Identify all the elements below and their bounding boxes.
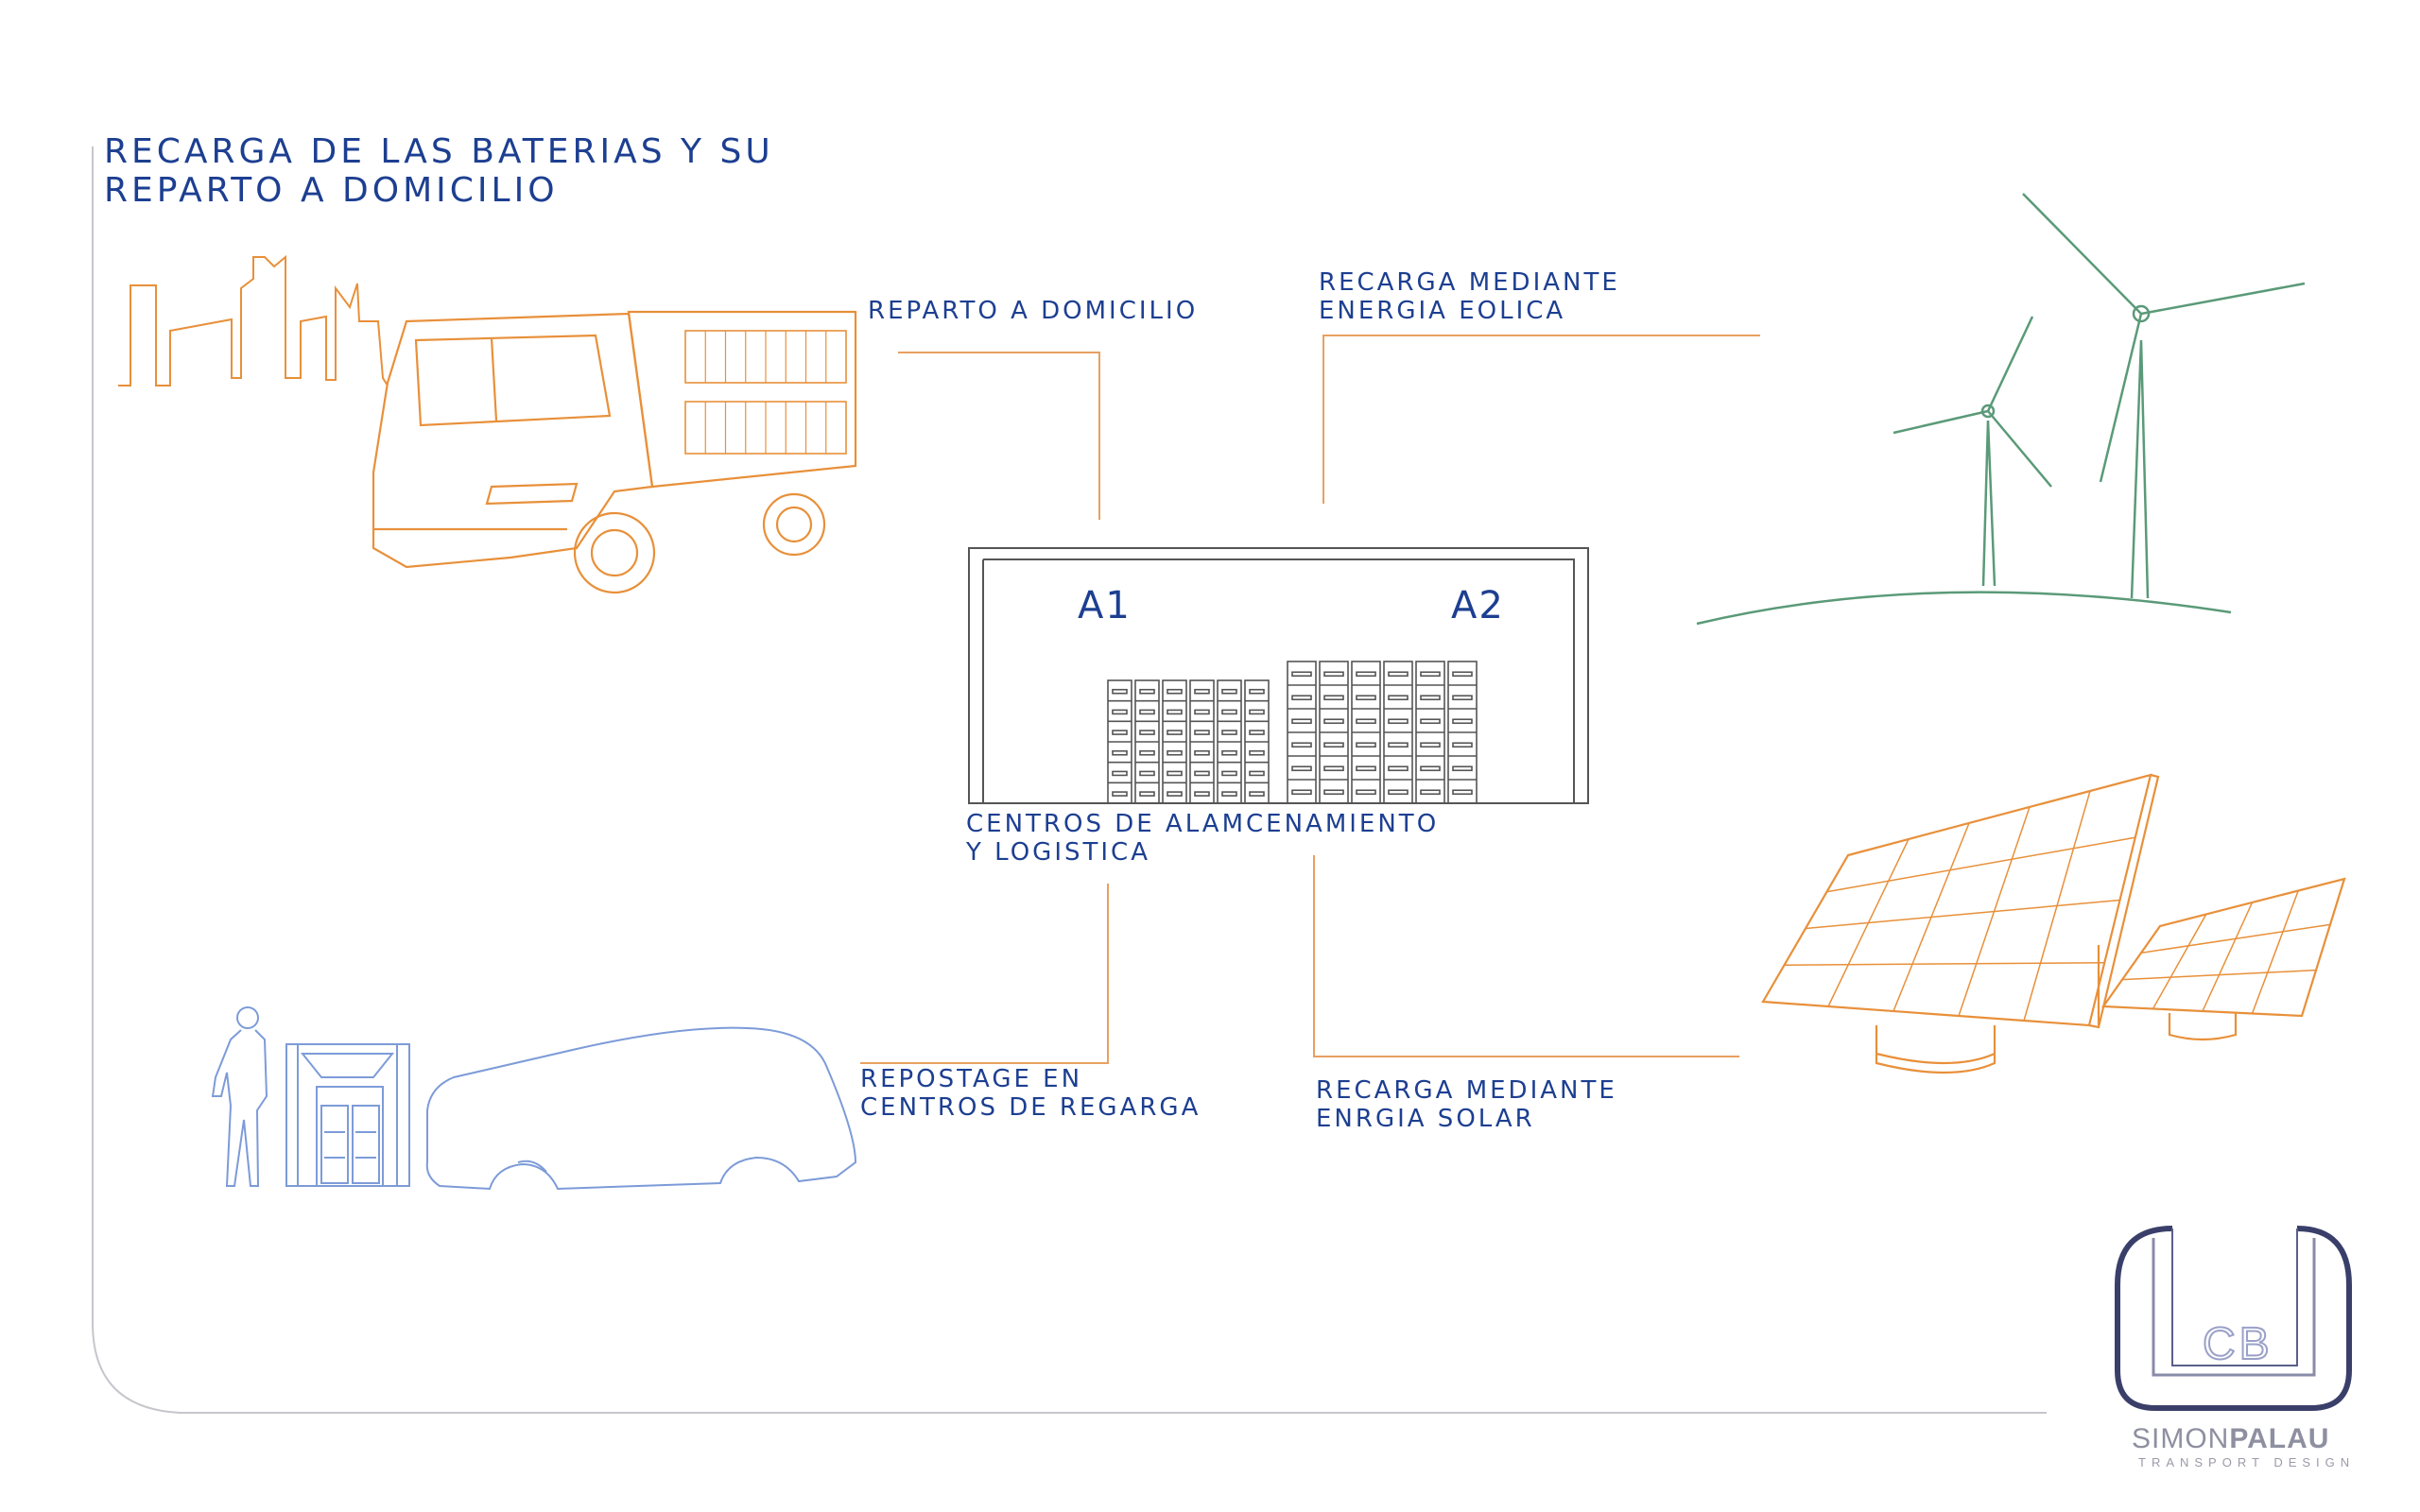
charging-station-icon: [285, 1043, 410, 1187]
battery-unit: [1351, 661, 1381, 804]
brand-tagline: TRANSPORT DESIGN: [2138, 1455, 2356, 1469]
logo-monogram: CB: [2203, 1319, 2273, 1369]
title-line-1: RECARGA DE LAS BATERIAS Y SU: [104, 132, 774, 171]
page-frame: [92, 146, 2047, 1414]
page-title: RECARGA DE LAS BATERIAS Y SU REPARTO A D…: [104, 132, 774, 211]
battery-unit: [1134, 679, 1160, 804]
label-delivery: REPARTO A DOMICILIO: [868, 297, 1199, 325]
wind-turbine-icon: [1696, 193, 2306, 626]
battery-unit: [1217, 679, 1242, 804]
label-solar-line-1: RECARGA MEDIANTE: [1316, 1076, 1617, 1105]
label-wind: RECARGA MEDIANTE ENERGIA EOLICA: [1319, 268, 1620, 326]
label-solar: RECARGA MEDIANTE ENRGIA SOLAR: [1316, 1076, 1617, 1134]
label-refuel-line-2: CENTROS DE REGARGA: [860, 1092, 1201, 1122]
connector-wind: [1322, 335, 1760, 504]
brand-bold: PALAU: [2229, 1423, 2330, 1454]
label-refuel-line-1: REPOSTAGE EN: [860, 1065, 1083, 1093]
storage-center-building: [968, 547, 1589, 804]
connector-refuel: [860, 884, 1109, 1064]
title-line-2: REPARTO A DOMICILIO: [104, 171, 559, 211]
electric-car-icon: [425, 1026, 857, 1191]
label-refuel: REPOSTAGE EN CENTROS DE REGARGA: [860, 1065, 1201, 1123]
connector-lines: [860, 335, 1760, 1064]
label-center-line-1: CENTROS DE ALAMCENAMIENTO: [966, 810, 1440, 838]
logo-mark: [2115, 1226, 2352, 1411]
battery-unit: [1383, 661, 1413, 804]
battery-unit: [1287, 661, 1317, 804]
brand-light: SIMON: [2132, 1423, 2230, 1454]
label-storage-center: CENTROS DE ALAMCENAMIENTO Y LOGISTICA: [966, 810, 1440, 868]
person-icon: [211, 1006, 268, 1187]
connector-delivery: [898, 352, 1100, 520]
battery-unit: [1415, 661, 1445, 804]
battery-unit: [1244, 679, 1270, 804]
zone-a1-label: A1: [1078, 584, 1132, 627]
battery-unit: [1189, 679, 1215, 804]
battery-unit: [1447, 661, 1478, 804]
label-wind-line-1: RECARGA MEDIANTE: [1319, 268, 1620, 297]
battery-unit: [1319, 661, 1349, 804]
battery-unit: [1162, 679, 1187, 804]
brand-name: SIMONPALAU: [2132, 1423, 2329, 1455]
battery-unit: [1107, 679, 1132, 804]
battery-rack-icon: [1107, 661, 1478, 804]
label-wind-line-2: ENERGIA EOLICA: [1319, 296, 1566, 325]
zone-a2-label: A2: [1451, 584, 1505, 627]
label-solar-line-2: ENRGIA SOLAR: [1316, 1104, 1535, 1133]
delivery-truck-icon: [372, 310, 857, 594]
city-skyline-icon: [118, 254, 389, 387]
connector-solar: [1313, 855, 1739, 1057]
label-center-line-2: Y LOGISTICA: [966, 837, 1150, 867]
